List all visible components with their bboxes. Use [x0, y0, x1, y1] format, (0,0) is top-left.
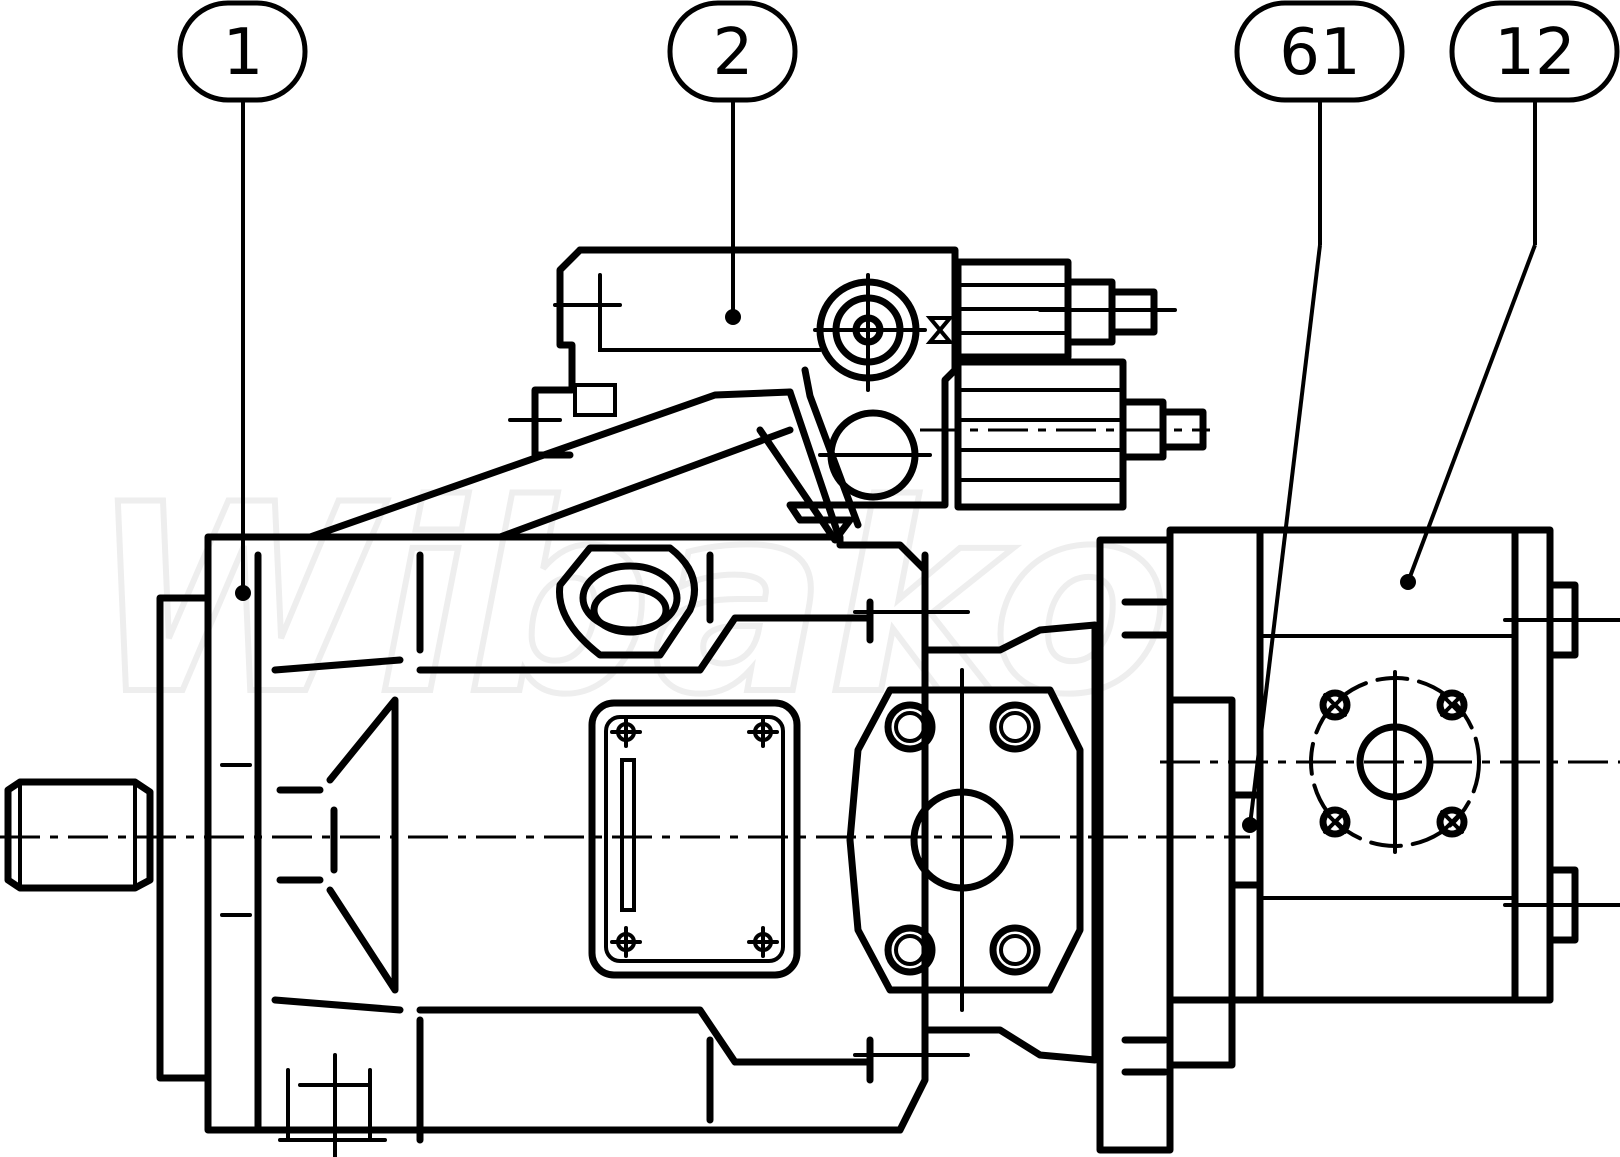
callout-61: 61	[1234, 0, 1405, 103]
callout-2-label: 2	[713, 16, 754, 90]
callout-12-label: 12	[1494, 16, 1575, 90]
auxiliary-gear-pump	[1160, 526, 1620, 1004]
callout-1-label: 1	[223, 16, 264, 90]
callout-12: 12	[1449, 0, 1620, 103]
port-adapter-flange	[846, 536, 1264, 1154]
callout-1: 1	[177, 0, 308, 103]
callout-61-label: 61	[1279, 16, 1360, 90]
callout-2: 2	[667, 0, 798, 103]
flange-bolts	[884, 701, 1041, 976]
main-pump-housing	[4, 533, 970, 1157]
control-valve	[306, 246, 1210, 544]
callout-leaders	[241, 100, 1537, 826]
gear-pump-bolts	[1319, 689, 1468, 838]
nameplate-rivets	[610, 716, 779, 958]
